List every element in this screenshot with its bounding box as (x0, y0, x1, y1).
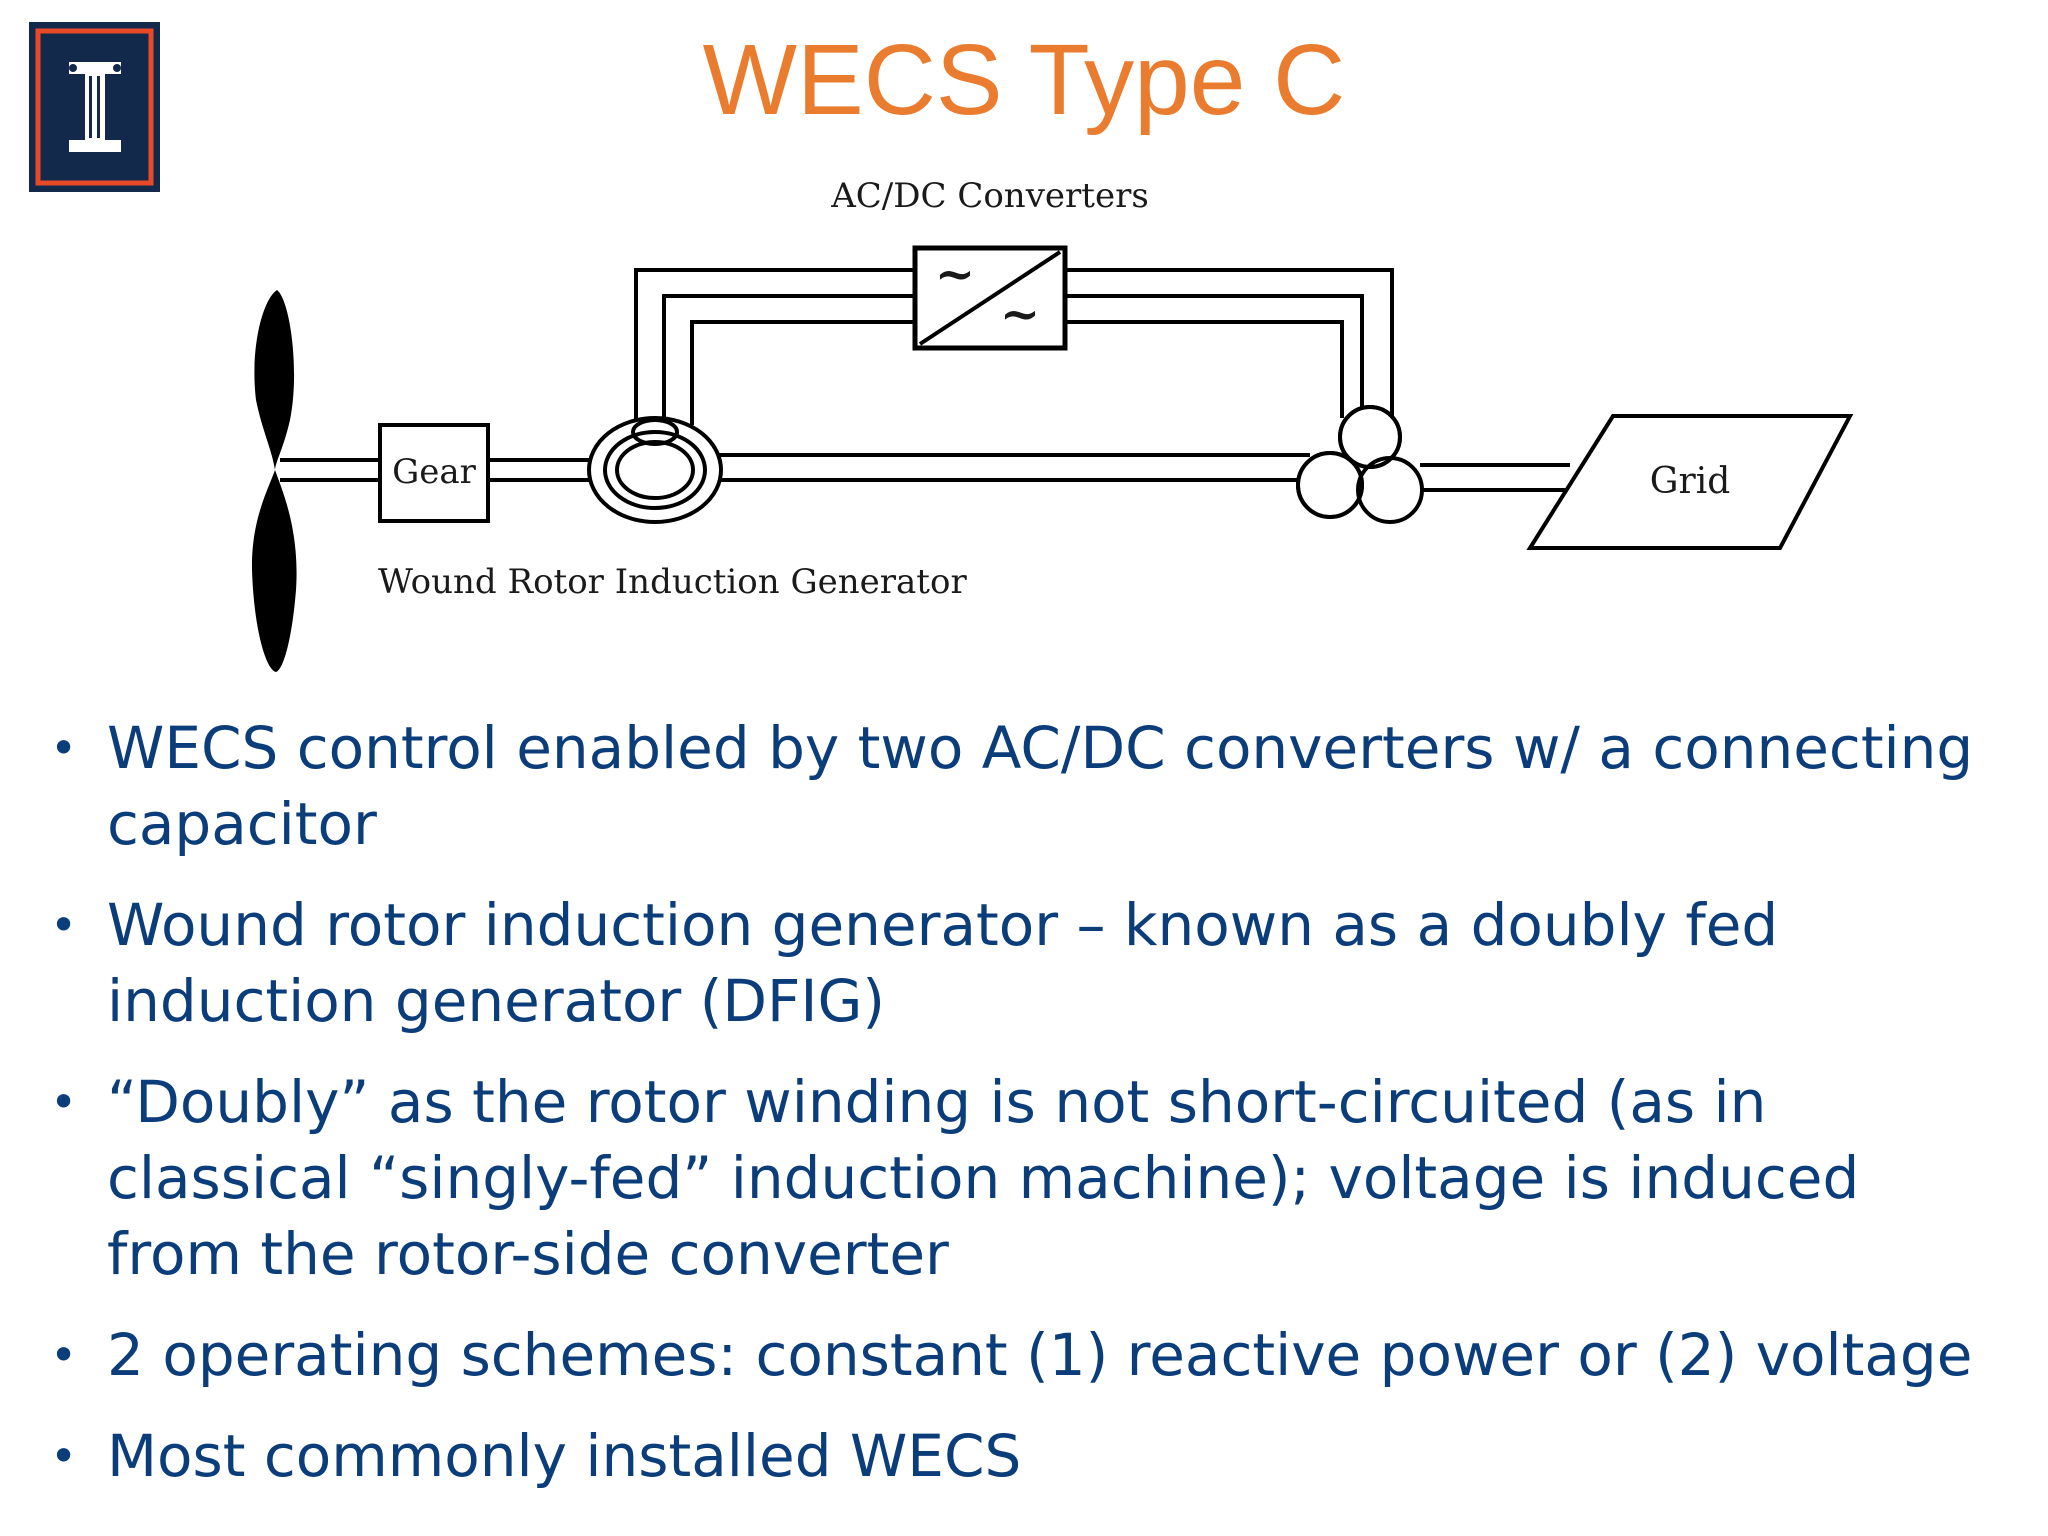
bullet-text: Wound rotor induction generator – known … (107, 891, 1779, 1035)
bullet-dot-icon: • (50, 1075, 78, 1129)
bullet-text: 2 operating schemes: constant (1) reacti… (107, 1321, 1973, 1389)
illinois-logo-icon (29, 22, 160, 192)
converters-label: AC/DC Converters (830, 176, 1149, 216)
bullet-dot-icon: • (50, 1328, 78, 1382)
ac-symbol: ~ (935, 246, 975, 302)
bullet-item: • Most commonly installed WECS (50, 1418, 2010, 1494)
gear-label: Gear (392, 452, 477, 492)
generator-label: Wound Rotor Induction Generator (378, 562, 967, 602)
bullet-item: • Wound rotor induction generator – known… (50, 887, 2010, 1039)
bullet-dot-icon: • (50, 1429, 78, 1483)
bullet-list: • WECS control enabled by two AC/DC conve… (50, 710, 2010, 1519)
bullet-text: WECS control enabled by two AC/DC conver… (107, 714, 1974, 858)
bullet-item: • WECS control enabled by two AC/DC conve… (50, 710, 2010, 862)
wind-turbine-blade-icon (251, 290, 297, 672)
grid-box (1526, 414, 1854, 550)
slide-title: WECS Type C (702, 24, 1346, 136)
bullet-text: Most commonly installed WECS (107, 1422, 1022, 1490)
dc-symbol: ~ (1000, 286, 1040, 342)
bullet-dot-icon: • (50, 898, 78, 952)
bullet-dot-icon: • (50, 721, 78, 775)
bullet-item: • “Doubly” as the rotor winding is not sh… (50, 1064, 2010, 1292)
grid-label: Grid (1650, 461, 1731, 502)
transformer-icon (1296, 405, 1424, 524)
bullet-item: • 2 operating schemes: constant (1) react… (50, 1317, 2010, 1393)
bullet-text: “Doubly” as the rotor winding is not sho… (107, 1068, 1860, 1288)
generator-icon (587, 416, 723, 524)
wecs-type-c-diagram: Gear Wound Rotor Induction Generator ~ ~… (251, 176, 1854, 672)
gear-box (378, 423, 490, 523)
